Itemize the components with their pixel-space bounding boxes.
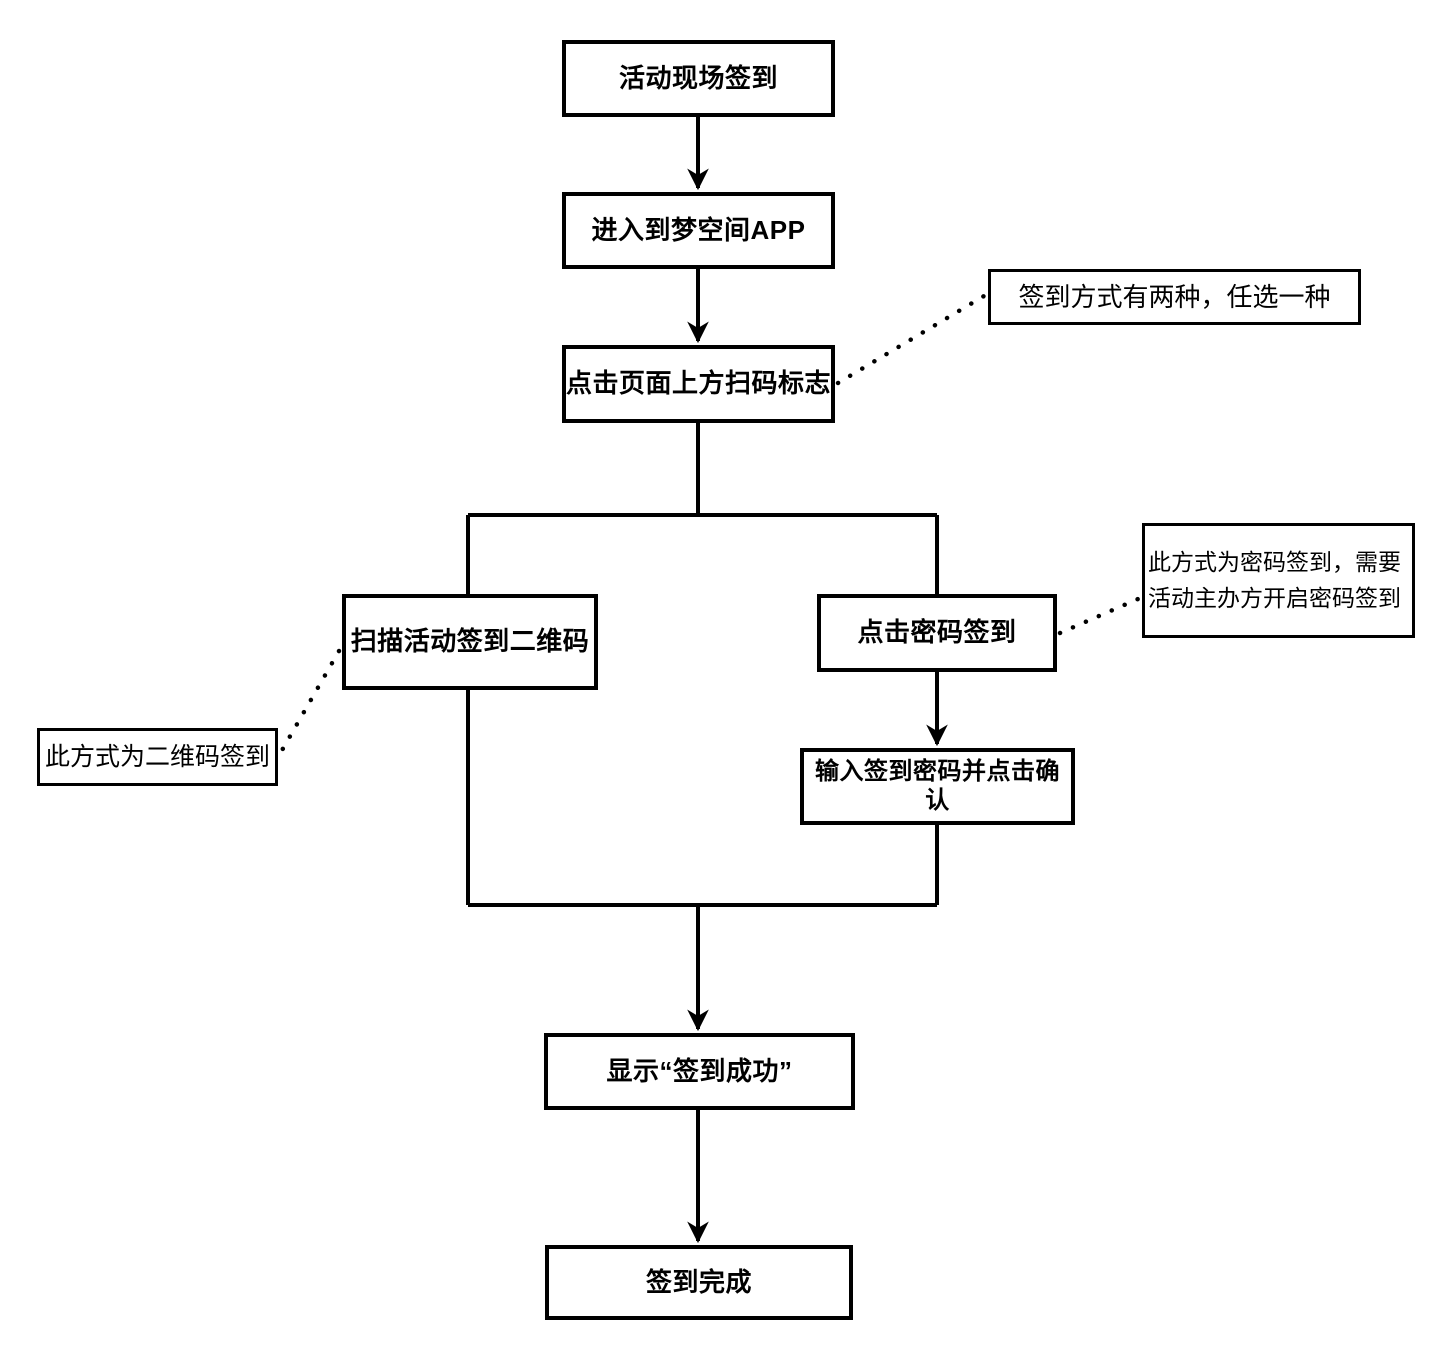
node-enter-app: 进入到梦空间APP	[562, 192, 835, 269]
node-show-success-message: 显示“签到成功”	[544, 1033, 855, 1110]
node-tap-password-signin: 点击密码签到	[817, 594, 1057, 672]
node-signin-complete: 签到完成	[545, 1245, 853, 1320]
node-scan-qr-code: 扫描活动签到二维码	[342, 594, 598, 690]
annotation-two-methods: 签到方式有两种，任选一种	[988, 269, 1361, 325]
annotation-password-method: 此方式为密码签到，需要活动主办方开启密码签到	[1142, 523, 1415, 638]
node-enter-password-confirm: 输入签到密码并点击确认	[800, 748, 1075, 825]
node-onsite-signin: 活动现场签到	[562, 40, 835, 117]
node-tap-scan-icon: 点击页面上方扫码标志	[562, 345, 835, 423]
edge-branch-merge	[466, 690, 939, 907]
dotted-scan-qr-to-qr-note	[278, 648, 342, 755]
annotation-qr-method: 此方式为二维码签到	[37, 728, 278, 786]
edge-branch-split	[466, 423, 939, 594]
dotted-tap-password-to-password-note	[1057, 596, 1141, 636]
dotted-tap-scan-to-two-methods	[835, 293, 987, 386]
